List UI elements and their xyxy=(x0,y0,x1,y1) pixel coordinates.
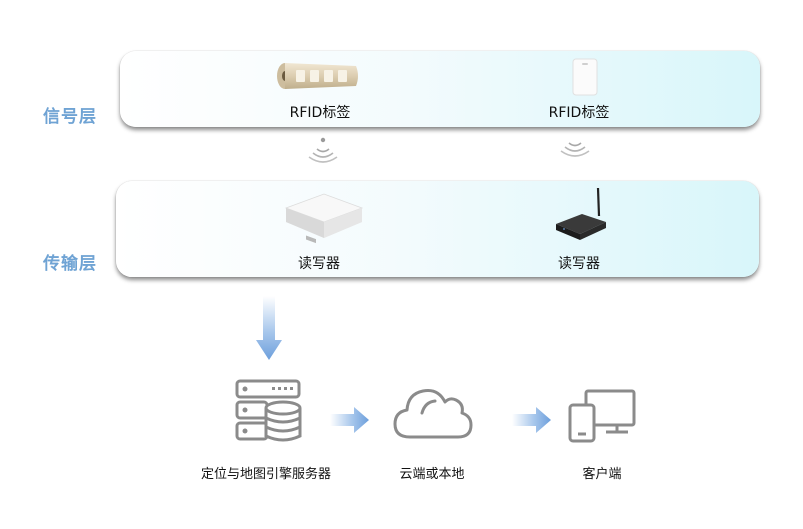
client-label: 客户端 xyxy=(582,467,622,482)
transport-layer-band xyxy=(116,181,759,277)
rfid-reader-image xyxy=(284,193,364,244)
cloud-icon xyxy=(393,389,473,439)
cloud-label: 云端或本地 xyxy=(399,467,465,482)
right-arrow-1 xyxy=(330,407,369,433)
down-arrow xyxy=(256,296,282,360)
rfid-card-tag-image xyxy=(572,58,598,96)
rfid-tag-caption-1: RFID标签 xyxy=(289,105,351,121)
rfid-tag-caption-2: RFID标签 xyxy=(548,105,610,121)
transport-layer-label: 传输层 xyxy=(43,254,97,274)
right-arrow-2 xyxy=(512,407,551,433)
rfid-reader-antenna-image xyxy=(556,187,606,240)
server-label: 定位与地图引擎服务器 xyxy=(200,467,332,482)
reader-caption-1: 读写器 xyxy=(298,256,340,272)
rfid-tag-roll-image xyxy=(277,63,358,89)
signal-layer-label: 信号层 xyxy=(43,107,97,127)
wireless-signal-icon xyxy=(308,137,338,163)
reader-caption-2: 读写器 xyxy=(558,256,600,272)
signal-layer-band xyxy=(120,51,760,127)
monitor-tablet-icon xyxy=(568,389,636,443)
server-database-icon xyxy=(235,379,302,442)
wireless-signal-icon xyxy=(560,142,590,157)
